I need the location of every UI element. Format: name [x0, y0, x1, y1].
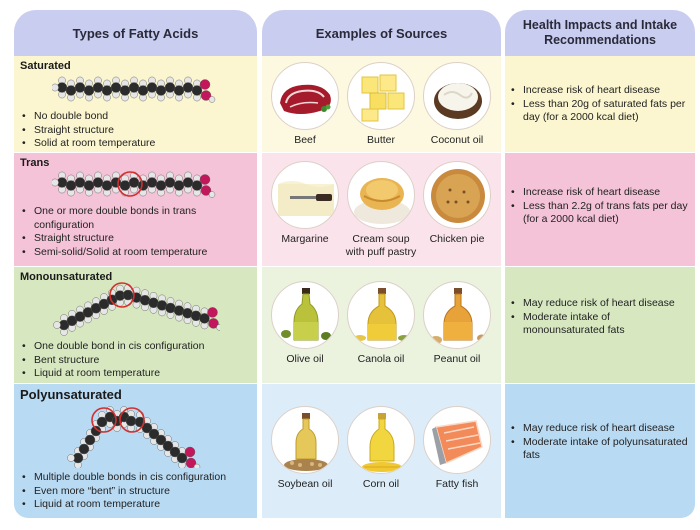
monounsaturated-type-cell: Monounsaturated One double bond in cis c… [14, 267, 257, 383]
property-item: One or more double bonds in trans config… [22, 205, 257, 232]
trans-molecule-icon [52, 171, 216, 198]
health-item: May reduce risk of heart disease [511, 422, 691, 435]
property-item: No double bond [22, 110, 155, 124]
canola-oil-icon [347, 281, 415, 349]
health-item: Increase risk of heart disease [511, 84, 691, 97]
saturated-molecule-icon [52, 76, 216, 103]
trans-health-cell: Increase risk of heart disease Less than… [505, 153, 695, 266]
row-title: Trans [20, 157, 50, 169]
food-item-butter: Butter [344, 62, 418, 147]
corn-oil-icon [347, 406, 415, 474]
saturated-sources-cell: Beef Butter Coconut oil [262, 56, 501, 152]
coconut-oil-icon [423, 62, 491, 130]
polyunsaturated-type-cell: Polyunsaturated Multiple double bonds in… [14, 384, 257, 518]
header-types: Types of Fatty Acids [14, 10, 257, 56]
health-item: Moderate intake of monounsaturated fats [511, 311, 691, 337]
food-label: Fatty fish [435, 478, 479, 490]
property-item: Straight structure [22, 124, 155, 138]
health-list: Increase risk of heart disease Less than… [511, 186, 691, 227]
food-item-chicken-pie: Chicken pie [420, 161, 494, 246]
food-label: Coconut oil [430, 134, 484, 146]
trans-sources-cell: Margarine Cream soup with puff pastry [262, 153, 501, 266]
food-label: Corn oil [362, 478, 400, 490]
properties-list: Multiple double bonds in cis configurati… [22, 471, 226, 512]
property-item: Bent structure [22, 354, 204, 368]
header-sources: Examples of Sources [262, 10, 501, 56]
food-label: Chicken pie [429, 233, 485, 245]
property-item: Even more “bent” in structure [22, 485, 226, 499]
monounsaturated-health-cell: May reduce risk of heart disease Moderat… [505, 267, 695, 383]
food-item-margarine: Margarine [268, 161, 342, 246]
health-item: Less than 2.2g of trans fats per day (fo… [511, 200, 691, 226]
food-label: Butter [366, 134, 395, 146]
health-list: May reduce risk of heart disease Moderat… [511, 297, 691, 338]
property-item: Liquid at room temperature [22, 367, 204, 381]
property-item: Multiple double bonds in cis configurati… [22, 471, 226, 485]
food-label: Olive oil [286, 353, 324, 365]
food-item-canola-oil: Canola oil [344, 281, 418, 366]
row-title: Polyunsaturated [20, 387, 122, 402]
saturated-health-cell: Increase risk of heart disease Less than… [505, 56, 695, 152]
health-list: May reduce risk of heart disease Moderat… [511, 422, 691, 463]
food-label: Cream soup with puff pastry [345, 233, 417, 258]
food-item-fatty-fish: Fatty fish [420, 406, 494, 491]
properties-list: One or more double bonds in trans config… [22, 205, 257, 259]
property-item: Solid at room temperature [22, 137, 155, 151]
property-item: Semi-solid/Solid at room temperature [22, 246, 257, 260]
food-item-cream-soup: Cream soup with puff pastry [344, 161, 418, 258]
food-item-corn-oil: Corn oil [344, 406, 418, 491]
olive-oil-icon [271, 281, 339, 349]
margarine-icon [271, 161, 339, 229]
food-item-soybean-oil: Soybean oil [268, 406, 342, 491]
health-item: Moderate intake of polyunsaturated fats [511, 436, 691, 462]
property-item: Liquid at room temperature [22, 498, 226, 512]
food-label: Soybean oil [277, 478, 333, 490]
food-label: Beef [294, 134, 316, 146]
header-health: Health Impacts and Intake Recommendation… [505, 10, 695, 56]
fatty-fish-icon [423, 406, 491, 474]
food-label: Margarine [281, 233, 329, 245]
row-title: Monounsaturated [20, 271, 113, 283]
food-item-coconut-oil: Coconut oil [420, 62, 494, 147]
peanut-oil-icon [423, 281, 491, 349]
cream-soup-icon [347, 161, 415, 229]
properties-list: One double bond in cis configuration Ben… [22, 340, 204, 381]
butter-icon [347, 62, 415, 130]
polyunsaturated-molecule-icon [67, 406, 201, 468]
saturated-type-cell: Saturated No double bond Straight struct… [14, 56, 257, 152]
trans-type-cell: Trans One or more double bonds in trans … [14, 153, 257, 266]
monounsaturated-molecule-icon [53, 282, 220, 336]
chicken-pie-icon [423, 161, 491, 229]
properties-list: No double bond Straight structure Solid … [22, 110, 155, 151]
polyunsaturated-health-cell: May reduce risk of heart disease Moderat… [505, 384, 695, 518]
food-label: Peanut oil [433, 353, 481, 365]
food-item-peanut-oil: Peanut oil [420, 281, 494, 366]
property-item: One double bond in cis configuration [22, 340, 204, 354]
food-item-olive-oil: Olive oil [268, 281, 342, 366]
health-list: Increase risk of heart disease Less than… [511, 84, 691, 125]
property-item: Straight structure [22, 232, 257, 246]
food-item-beef: Beef [268, 62, 342, 147]
monounsaturated-sources-cell: Olive oil Canola oil Peanut oil [262, 267, 501, 383]
health-item: Less than 20g of saturated fats per day … [511, 98, 691, 124]
row-title: Saturated [20, 60, 71, 72]
health-item: May reduce risk of heart disease [511, 297, 691, 310]
polyunsaturated-sources-cell: Soybean oil Corn oil Fatty fish [262, 384, 501, 518]
soybean-oil-icon [271, 406, 339, 474]
health-item: Increase risk of heart disease [511, 186, 691, 199]
food-label: Canola oil [357, 353, 405, 365]
beef-icon [271, 62, 339, 130]
